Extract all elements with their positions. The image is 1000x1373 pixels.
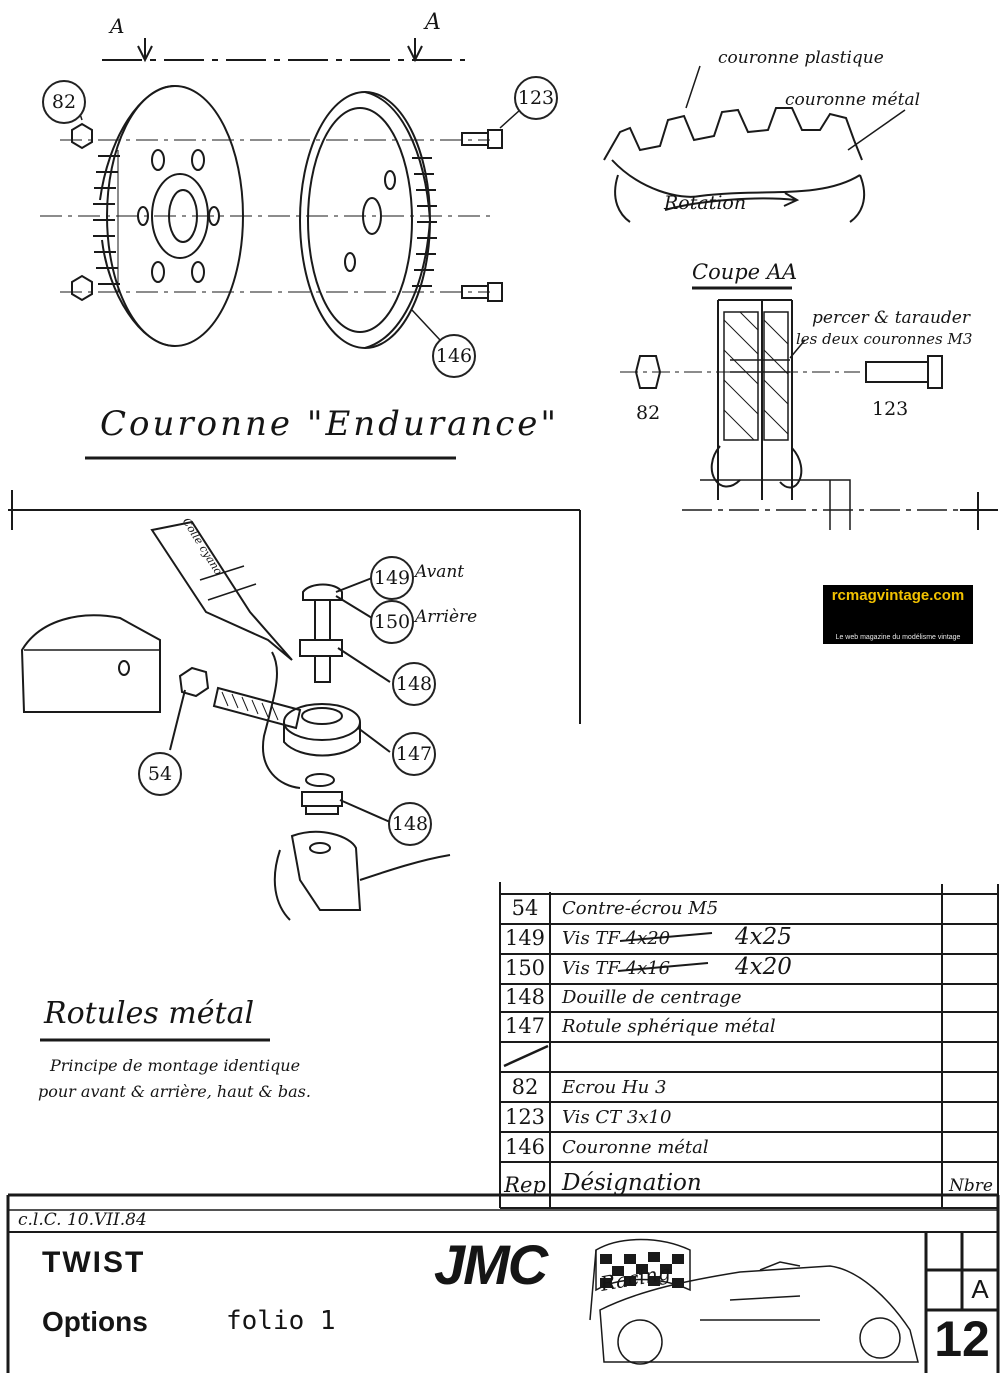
callout-148-top: 148 bbox=[392, 662, 436, 706]
bom-rep: 123 bbox=[504, 1105, 546, 1129]
watermark-badge: rcmagvintage.com Le web magazine du modé… bbox=[823, 585, 973, 644]
label-metal-crown: couronne métal bbox=[785, 90, 921, 110]
section-mark-right: A bbox=[425, 10, 441, 35]
title-block-grid bbox=[6, 1193, 1000, 1373]
right-gear bbox=[299, 91, 437, 349]
callout-149-note: Avant bbox=[415, 562, 465, 582]
callout-150-note: Arrière bbox=[415, 607, 478, 627]
sheet-number: 12 bbox=[934, 1311, 990, 1367]
checkered-flag bbox=[589, 1238, 691, 1321]
options-label: Options bbox=[42, 1306, 148, 1337]
callout-147: 147 bbox=[392, 732, 436, 776]
left-gear bbox=[93, 85, 244, 347]
watermark-tagline: Le web magazine du modélisme vintage bbox=[835, 634, 961, 641]
model-name: TWIST bbox=[42, 1246, 146, 1279]
bom-rep: 82 bbox=[511, 1075, 539, 1099]
bom-designation: Vis CT 3x10 bbox=[562, 1107, 672, 1128]
bom-designation: Couronne métal bbox=[562, 1137, 709, 1158]
label-rotation: Rotation bbox=[664, 192, 747, 214]
folio-label: folio 1 bbox=[226, 1306, 336, 1336]
bom-correction: 4x25 bbox=[735, 924, 792, 950]
callout-146: 146 bbox=[432, 334, 476, 378]
bom-designation: Vis TF 4x20 bbox=[562, 928, 671, 949]
bom-designation: Vis TF 4x16 bbox=[562, 958, 671, 979]
ball-joint-drawing bbox=[20, 520, 451, 921]
callout-149: 149 bbox=[370, 556, 414, 600]
bom-grid bbox=[499, 882, 999, 1209]
section-aa-note-1: percer & tarauder bbox=[812, 308, 970, 328]
section-aa-title: Coupe AA bbox=[692, 260, 798, 284]
bom-designation: Ecrou Hu 3 bbox=[562, 1077, 667, 1098]
bom-rep: 147 bbox=[504, 1014, 546, 1038]
bom-rep: 148 bbox=[504, 985, 546, 1009]
section-mark-left: A bbox=[110, 14, 125, 38]
gear-title: Couronne "Endurance" bbox=[100, 404, 560, 444]
bom-designation: Contre-écrou M5 bbox=[562, 898, 719, 919]
callout-54: 54 bbox=[138, 752, 182, 796]
watermark-site: rcmagvintage.com bbox=[831, 587, 965, 604]
bom-rep: 54 bbox=[511, 896, 539, 920]
jmc-logo: JMC bbox=[434, 1233, 548, 1296]
bom-rep: 146 bbox=[504, 1135, 546, 1159]
drawing-date: c.l.C. 10.VII.84 bbox=[18, 1210, 147, 1230]
bom-rep: 149 bbox=[504, 926, 546, 950]
callout-123: 123 bbox=[514, 76, 558, 120]
bom-header-qty: Nbre bbox=[949, 1176, 993, 1196]
race-car-sketch bbox=[599, 1261, 919, 1365]
callout-82: 82 bbox=[42, 80, 86, 124]
section-aa-label-82: 82 bbox=[636, 402, 661, 424]
bom-correction: 4x20 bbox=[735, 954, 792, 980]
bom-header-rep: Rep bbox=[504, 1173, 546, 1197]
callout-148-bottom: 148 bbox=[388, 802, 432, 846]
bom-rep: 150 bbox=[504, 956, 546, 980]
section-aa-label-123: 123 bbox=[872, 398, 909, 420]
bom-header-designation: Désignation bbox=[562, 1170, 702, 1196]
ball-joint-title: Rotules métal bbox=[44, 996, 255, 1031]
label-plastic-crown: couronne plastique bbox=[718, 48, 884, 68]
callout-150: 150 bbox=[370, 600, 414, 644]
ball-joint-note-1: Principe de montage identique bbox=[50, 1056, 301, 1075]
section-aa-note-2: les deux couronnes M3 bbox=[796, 330, 973, 348]
ball-joint-note-2: pour avant & arrière, haut & bas. bbox=[38, 1082, 311, 1101]
bom-designation: Rotule sphérique métal bbox=[562, 1016, 776, 1037]
bom-designation: Douille de centrage bbox=[562, 987, 742, 1008]
revision-letter: A bbox=[971, 1274, 989, 1304]
